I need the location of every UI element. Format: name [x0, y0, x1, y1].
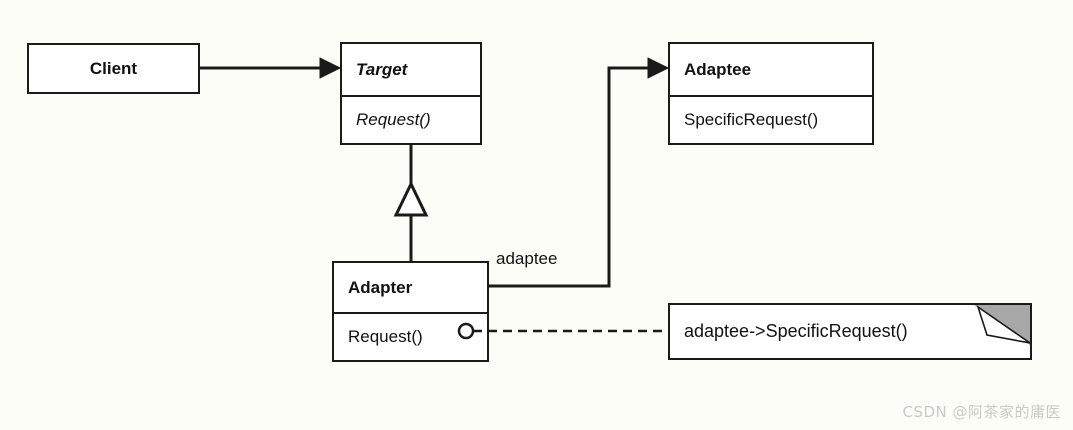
edge-client-to-target [200, 57, 342, 79]
edge-adapter-to-target [393, 145, 429, 261]
class-name-compartment-adapter: Adapter [334, 263, 487, 312]
class-box-adaptee[interactable]: Adaptee SpecificRequest() [668, 42, 874, 145]
class-name-compartment-target: Target [342, 44, 480, 95]
class-name-adaptee: Adaptee [684, 59, 752, 79]
note-text: adaptee->SpecificRequest() [684, 321, 908, 341]
class-name-target: Target [356, 59, 408, 79]
generalization-triangle-icon [393, 180, 429, 217]
class-box-target[interactable]: Target Request() [340, 42, 482, 145]
edge-request-to-note [457, 322, 668, 340]
class-operations-compartment-adaptee: SpecificRequest() [670, 95, 872, 143]
operation-adapter-request: Request() [348, 327, 423, 346]
edge-label-adaptee: adaptee [496, 249, 558, 268]
note-fold-corner-icon [974, 305, 1030, 345]
arrowhead-filled-target-icon [319, 57, 342, 79]
class-box-client[interactable]: Client [27, 43, 200, 94]
class-name-adapter: Adapter [348, 277, 413, 297]
note-box-adaptee-call[interactable]: adaptee->SpecificRequest() [668, 303, 1032, 360]
class-operations-compartment-adapter: Request() [334, 312, 487, 360]
arrowhead-filled-adaptee-icon [647, 57, 670, 79]
operation-target-request: Request() [356, 110, 431, 129]
class-name-compartment-client: Client [29, 45, 198, 92]
class-name-client: Client [89, 58, 138, 78]
class-name-compartment-adaptee: Adaptee [670, 44, 872, 95]
class-box-adapter[interactable]: Adapter Request() [332, 261, 489, 362]
watermark-text: CSDN @阿茶家的庸医 [902, 403, 1061, 421]
operation-adaptee-specificrequest: SpecificRequest() [684, 110, 819, 129]
class-operations-compartment-target: Request() [342, 95, 480, 143]
